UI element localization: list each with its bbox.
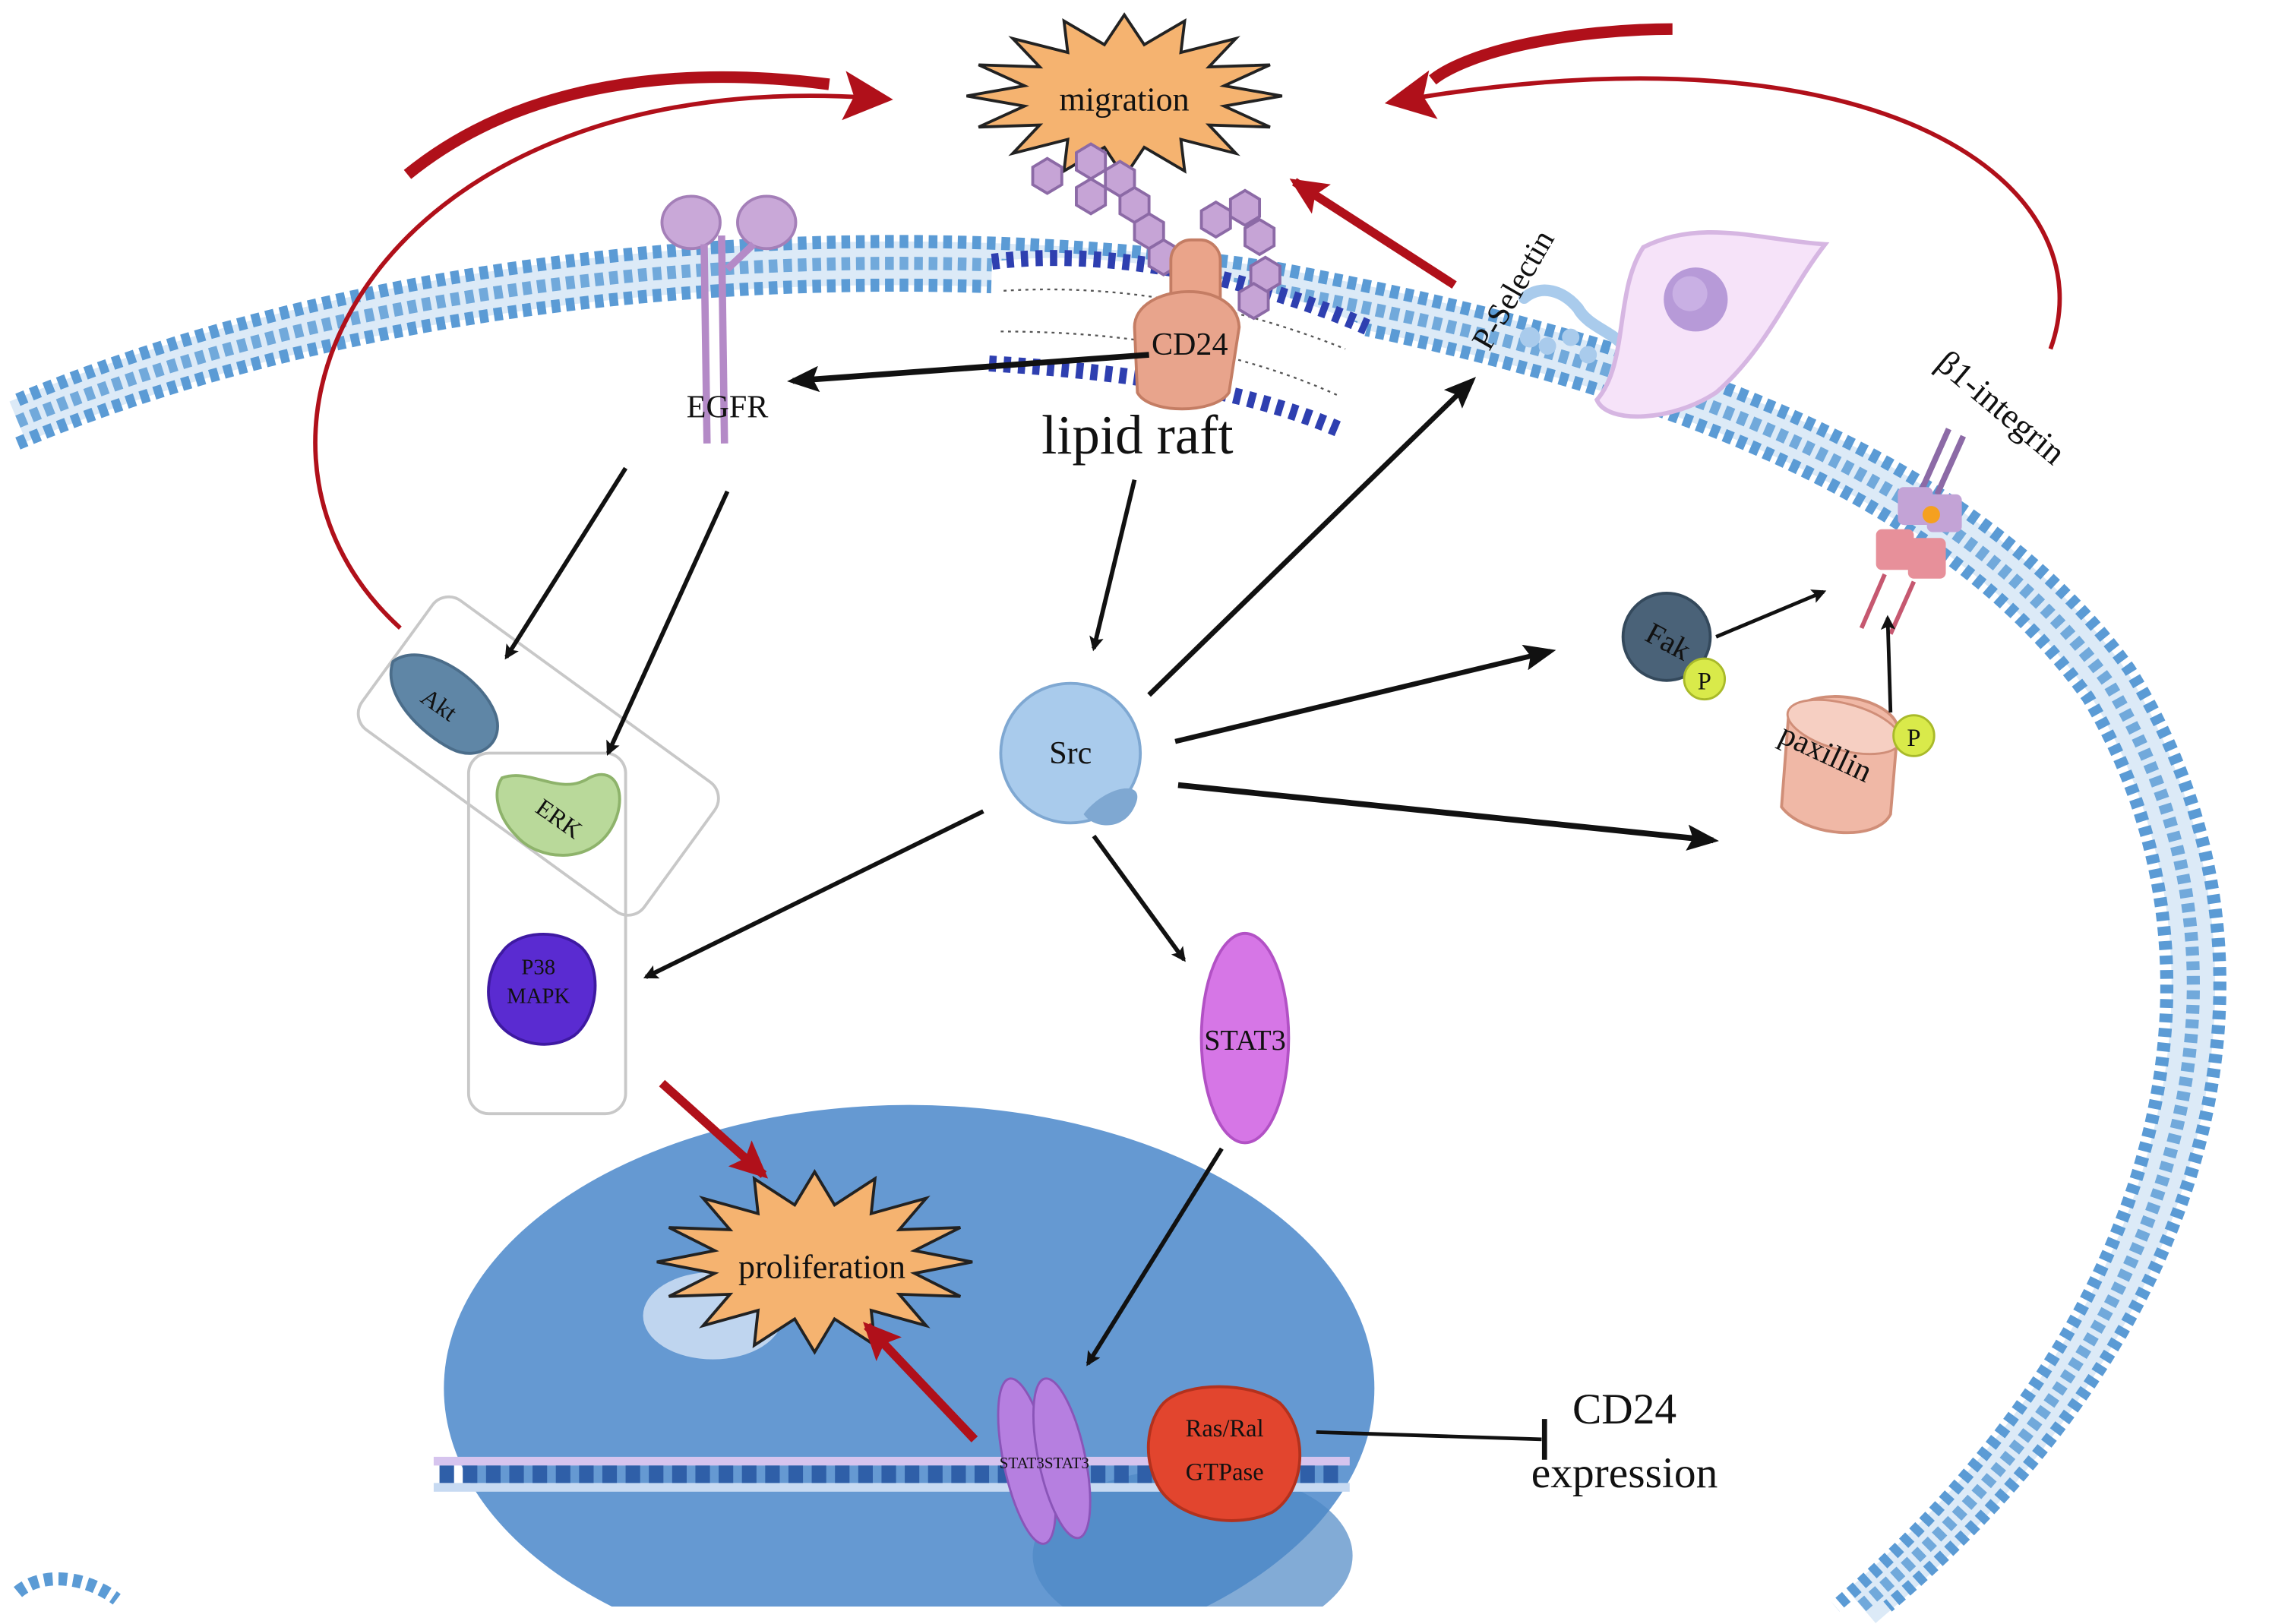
dna-rung [928, 1465, 943, 1483]
cell-membrane [9, 235, 2226, 1623]
dna-rung [672, 1465, 687, 1483]
dna-rung [463, 1465, 478, 1483]
migration-burst: migration [966, 12, 1283, 180]
p38-label: P38 [521, 955, 555, 979]
dna-rung [1323, 1465, 1338, 1483]
dna-rung [532, 1465, 548, 1483]
arrow-akt-to-migration-thick [403, 71, 830, 179]
dna-rung [835, 1465, 850, 1483]
dna-rung [602, 1465, 618, 1483]
dna-rung [905, 1465, 920, 1483]
paxillin-phospho-label: P [1907, 725, 1920, 752]
arrow-fak-to-integrin [1715, 589, 1827, 639]
cd24-label: CD24 [1152, 327, 1228, 362]
fak-protein-icon: Fak P [1621, 592, 1727, 701]
arrow-paxillin-to-integrin [1880, 615, 1896, 712]
stat3-label: STAT3 [1204, 1025, 1285, 1057]
arrow-egfr-to-erk [605, 490, 730, 756]
proliferation-burst: proliferation [656, 1169, 973, 1355]
dna-rung [858, 1465, 873, 1483]
activation-arrows [504, 352, 1896, 1460]
migration-label: migration [1060, 81, 1190, 118]
proliferation-label: proliferation [738, 1248, 905, 1285]
dna-rung [1114, 1465, 1129, 1483]
dna-rung [555, 1465, 570, 1483]
arrow-src-to-p-selectin [1147, 377, 1477, 697]
dna-rung [695, 1465, 710, 1483]
inhibition-rasral-to-cd24 [1316, 1430, 1542, 1442]
arrow-egfr-to-akt [504, 466, 628, 660]
promotion-arrows [313, 23, 2062, 1442]
cd24-expression-line1: CD24 [1572, 1385, 1676, 1433]
arrow-src-to-fak [1174, 644, 1556, 744]
dna-rung [1091, 1465, 1106, 1483]
p-selectin-icon: P-Selectin [1465, 224, 1632, 364]
arrow-src-to-p38 [643, 809, 984, 979]
arrow-stat3dimer-to-proliferation [863, 1322, 978, 1442]
src-protein-icon: Src [999, 681, 1142, 826]
dna-rung [951, 1465, 966, 1483]
arrow-raft-to-src [1089, 479, 1137, 652]
dna-rung [625, 1465, 640, 1483]
cd24-protein-icon: CD24 [1133, 238, 1241, 411]
dna-rung [439, 1465, 454, 1483]
target-cell-icon [1594, 229, 1830, 419]
akt-protein-icon: Akt [389, 653, 499, 755]
dna-rung [649, 1465, 664, 1483]
gtpase-label: GTPase [1186, 1459, 1264, 1487]
egfr-receptor-icon: EGFR [660, 194, 798, 444]
stat3-dimer-label: STAT3STAT3 [1000, 1454, 1089, 1472]
b1-integrin-label: β1-integrin [1929, 343, 2073, 472]
dna-rung [811, 1465, 826, 1483]
dna-rung [881, 1465, 896, 1483]
dna-rung [1137, 1465, 1152, 1483]
lipid-raft-label: lipid raft [1041, 404, 1233, 466]
arrow-stat3-to-dna [1086, 1147, 1224, 1366]
arrow-p-selectin-to-migration [1289, 178, 1457, 289]
arrow-src-to-paxillin [1177, 782, 1719, 851]
arrow-cd24-to-egfr [787, 352, 1149, 393]
dna-rung [509, 1465, 524, 1483]
dna-strand [433, 1456, 1350, 1492]
erk-protein-icon: ERK [495, 773, 621, 857]
stat3-protein-icon: STAT3 [1199, 931, 1291, 1145]
cd24-expression-line2: expression [1531, 1449, 1718, 1497]
egfr-label: EGFR [687, 389, 770, 425]
fak-phospho-label: P [1698, 668, 1711, 695]
arrow-integrin-to-migration [1384, 70, 2062, 350]
dna-rung [1300, 1465, 1315, 1483]
arrow-src-to-stat3 [1092, 834, 1186, 962]
arrow-p38-to-proliferation [659, 1079, 769, 1179]
rasral-label: Ras/Ral [1186, 1415, 1264, 1442]
dna-rung [765, 1465, 780, 1483]
arrow-akt-to-migration [313, 71, 893, 630]
dna-rung [741, 1465, 757, 1483]
dna-rung [974, 1465, 990, 1483]
dna-rung [788, 1465, 804, 1483]
stat3-dimer-icon: STAT3STAT3 [997, 1377, 1092, 1545]
paxillin-protein-icon: paxillin P [1774, 695, 1936, 835]
p38-mapk-protein-icon: P38 MAPK [487, 933, 597, 1046]
dna-rung [485, 1465, 501, 1483]
ras-ral-gtpase-icon: Ras/Ral GTPase [1146, 1385, 1301, 1522]
dna-rung [579, 1465, 594, 1483]
akt-erk-group-box [356, 595, 720, 917]
arrow-integrin-to-migration-thick [1429, 23, 1673, 85]
mapk-label: MAPK [507, 984, 570, 1009]
erk-p38-group-box [466, 751, 627, 1116]
dna-rung [719, 1465, 734, 1483]
src-label: Src [1049, 735, 1092, 771]
